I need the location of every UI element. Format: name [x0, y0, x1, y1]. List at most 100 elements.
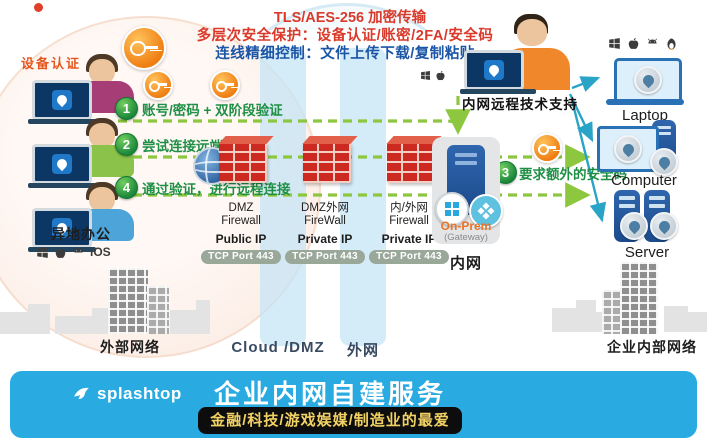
- skyline: [0, 312, 30, 334]
- splashtop-coin-icon: [650, 148, 678, 176]
- server-stripe: [619, 196, 635, 200]
- splashtop-swoosh-icon: [656, 154, 672, 170]
- skyline: [552, 308, 578, 332]
- skyline: [686, 312, 707, 332]
- user-head: [89, 59, 115, 84]
- step-1-badge: 1: [115, 97, 138, 120]
- splashtop-coin-icon: [620, 212, 648, 240]
- red-dot: [34, 3, 43, 12]
- apple-icon: [436, 70, 445, 81]
- splashtop-swoosh-icon: [620, 141, 636, 157]
- external-network-label: 外部网络: [100, 339, 160, 355]
- remote-office-label: 异地办公: [51, 226, 111, 242]
- skyline: [196, 300, 210, 334]
- corporate-network-label: 企业内部网络: [607, 339, 697, 355]
- bottom-banner: splashtop 企业内网自建服务 金融/科技/游戏娱媒/制造业的最爱: [10, 371, 697, 438]
- user-head: [89, 123, 115, 148]
- firewall-label-dmz-external: DMZ外网 FireWall Private IP TCP Port 443: [277, 202, 373, 264]
- splashtop-coin-icon: [634, 66, 662, 94]
- windows-icon: [609, 38, 620, 49]
- key-icon: [122, 26, 166, 70]
- step-4-number: 4: [122, 180, 131, 195]
- server-stripe: [657, 132, 671, 135]
- splashtop-logo-icon: [74, 387, 89, 399]
- server-stripe: [455, 161, 477, 165]
- cloud-arc: [213, 0, 481, 30]
- building-annex: [602, 290, 622, 334]
- windows-icon: [421, 70, 430, 81]
- building-annex: [147, 286, 169, 334]
- laptop-device-icon: [614, 58, 682, 102]
- android-icon: [74, 247, 83, 252]
- dashed-line-step1: [118, 119, 460, 128]
- firewall-port-badge: TCP Port 443: [285, 249, 365, 264]
- firewall-name-line2: Firewall: [221, 215, 261, 227]
- step-1-label: 账号/密码 + 双阶段验证: [142, 103, 283, 118]
- user-head: [517, 19, 547, 46]
- zone-label-internal: 内网: [449, 255, 482, 272]
- linux-icon: [667, 38, 676, 50]
- user-head: [89, 187, 115, 212]
- server-stripe: [649, 196, 665, 200]
- server-device-label: Server: [624, 244, 670, 261]
- zone-band-cloud-dmz: [260, 48, 306, 346]
- windows-icon: [37, 246, 48, 258]
- zone-band-external: [340, 48, 386, 346]
- server-stripe: [455, 153, 477, 157]
- skyline: [170, 310, 198, 334]
- gateway-subtitle: (Gateway): [444, 232, 488, 243]
- splashtop-swoosh-icon: [656, 218, 672, 234]
- server-stripe: [657, 126, 671, 129]
- splashtop-app-icon: [52, 154, 72, 174]
- gateway-name: On-Prem: [440, 219, 492, 233]
- windows-logo-icon: [445, 202, 459, 216]
- skyline: [576, 300, 596, 332]
- building-icon-corporate: [620, 262, 658, 334]
- server-stripe: [619, 204, 635, 208]
- splashtop-coin-icon: [650, 212, 678, 240]
- firewall-name-line1: DMZ: [228, 202, 254, 214]
- banner-tagline: 金融/科技/游戏娱媒/制造业的最爱: [198, 407, 462, 434]
- laptop-base: [28, 183, 96, 188]
- apple-icon: [628, 37, 639, 49]
- device-auth-label: 设备认证: [20, 56, 81, 71]
- splashtop-swoosh-icon: [54, 92, 70, 108]
- firewall-ip: Public IP: [215, 232, 267, 246]
- header-protection: 多层次安全保护：设备认证/账密/2FA/安全码: [196, 28, 494, 44]
- laptop-device-label: Laptop: [622, 107, 668, 124]
- step-4-label: 通过验证，进行远程连接: [142, 182, 291, 197]
- splashtop-swoosh-icon: [640, 72, 656, 88]
- firewall-port-badge: TCP Port 443: [369, 249, 449, 264]
- splashtop-badge-icon: [469, 194, 503, 228]
- splashtop-coin-icon: [614, 135, 642, 163]
- laptop-screen: [464, 50, 524, 90]
- skyline: [55, 316, 95, 334]
- splashtop-app-icon: [52, 90, 72, 110]
- teal-arrow-computer: [568, 93, 594, 143]
- key-icon: [210, 70, 240, 100]
- laptop-device-base: [606, 99, 684, 105]
- firewall-ip: Private IP: [381, 232, 437, 246]
- os-icons-right: [608, 37, 678, 50]
- os-icons-left: iOS: [36, 245, 111, 259]
- laptop-base: [28, 119, 96, 124]
- laptop-screen: [32, 208, 92, 248]
- firewall-label-dmz: DMZ Firewall Public IP TCP Port 443: [193, 202, 289, 264]
- os-icons-support: [420, 70, 446, 81]
- zone-label-external: 外网: [346, 342, 379, 359]
- key-icon: [143, 70, 173, 100]
- laptop-screen: [32, 80, 92, 120]
- firewall-name-line2: Firewall: [389, 215, 429, 227]
- firewall-icon-internal-external: [387, 143, 435, 183]
- teal-arrow-server: [570, 99, 607, 223]
- splashtop-brand: splashtop: [72, 384, 182, 404]
- support-label: 内网远程技术支持: [462, 97, 578, 112]
- firewall-label-internal-external: 内/外网 Firewall Private IP TCP Port 443: [361, 202, 457, 264]
- zone-label-cloud-dmz: Cloud /DMZ: [231, 339, 325, 356]
- skyline: [664, 306, 688, 332]
- splashtop-app-icon: [52, 218, 72, 238]
- firewall-icon-dmz-external: [303, 143, 351, 183]
- gateway-box: On-Prem (Gateway): [432, 137, 503, 244]
- step-2-badge: 2: [115, 133, 138, 156]
- laptop-icon: [28, 144, 96, 188]
